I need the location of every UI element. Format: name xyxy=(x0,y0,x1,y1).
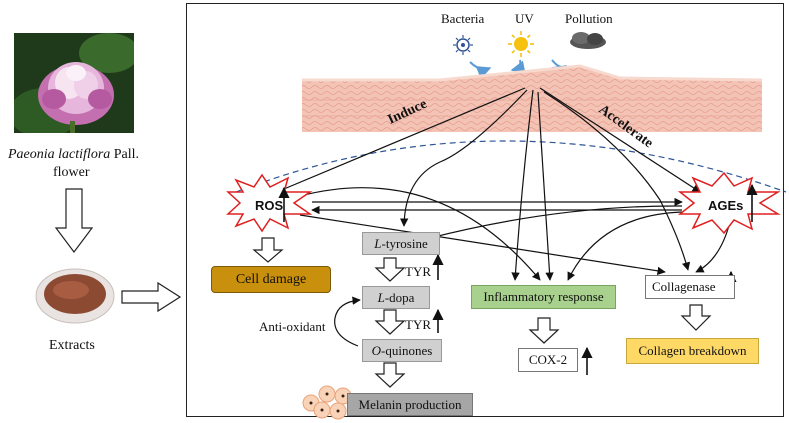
o-quinones-box: O-quinones xyxy=(362,339,442,362)
induce-arrow xyxy=(271,87,526,195)
melanin-production-box: Melanin production xyxy=(347,393,473,416)
bacteria-label: Bacteria xyxy=(441,11,485,26)
ages-label: AGEs xyxy=(708,198,744,213)
peony-flower-image xyxy=(14,33,134,133)
dashed-boundary xyxy=(235,140,787,193)
accelerate-arrow xyxy=(539,87,701,193)
uv-arrow xyxy=(510,59,526,75)
inflammatory-response-box: Inflammatory response xyxy=(471,285,616,309)
l-dopa-box: L-dopa xyxy=(362,286,430,309)
quinones-down-hollow-arrow xyxy=(374,362,406,388)
right-hollow-arrow xyxy=(121,281,182,313)
skin-to-inflammatory xyxy=(511,89,534,281)
dopa-down-hollow-arrow xyxy=(374,309,406,335)
melanocyte-cells-icon xyxy=(302,385,352,420)
l-tyrosine-box: L-tyrosine xyxy=(362,232,440,255)
pollution-cloud-icon xyxy=(570,32,606,49)
ros-to-inflammatory xyxy=(299,187,541,281)
bacteria-icon xyxy=(453,35,473,55)
pollution-label: Pollution xyxy=(565,11,613,26)
collagenase-box: Collagenase xyxy=(645,275,735,299)
mechanism-panel xyxy=(186,3,784,417)
tyr-label-2: TYR xyxy=(405,317,431,332)
ros-down-hollow-arrow xyxy=(252,237,284,263)
tyr-label-1: TYR xyxy=(405,264,431,279)
flower-label: flower xyxy=(53,165,90,180)
uv-label: UV xyxy=(515,11,534,26)
ages-star xyxy=(677,171,781,235)
cox2-box: COX-2 xyxy=(518,348,578,372)
collagen-breakdown-box: Collagen breakdown xyxy=(626,338,759,364)
sun-icon xyxy=(508,31,534,57)
inflammatory-down-hollow-arrow xyxy=(528,317,560,344)
bacteria-arrow xyxy=(469,61,492,80)
skin-to-inflammatory-2 xyxy=(537,91,554,281)
tyrosine-down-hollow-arrow xyxy=(374,257,406,282)
ros-label: ROS xyxy=(255,198,284,213)
down-hollow-arrow xyxy=(54,188,94,253)
cell-damage-box: Cell damage xyxy=(211,266,331,293)
species-name: Paeonia lactiflora Pall. xyxy=(8,147,140,162)
ages-to-tyrosine xyxy=(429,205,683,241)
skin-to-tyrosine xyxy=(399,89,528,227)
anti-oxidant-label: Anti-oxidant xyxy=(259,319,326,334)
ros-star xyxy=(226,173,313,233)
extract-powder-image xyxy=(35,268,115,324)
pollution-arrow xyxy=(551,59,568,79)
ages-to-inflammatory xyxy=(567,211,683,281)
collagenase-down-hollow-arrow xyxy=(680,304,712,331)
skin-to-collagenase xyxy=(543,91,691,271)
extracts-label: Extracts xyxy=(49,338,95,353)
ros-to-collagenase xyxy=(299,214,666,276)
anti-oxidant-arc xyxy=(334,296,361,347)
